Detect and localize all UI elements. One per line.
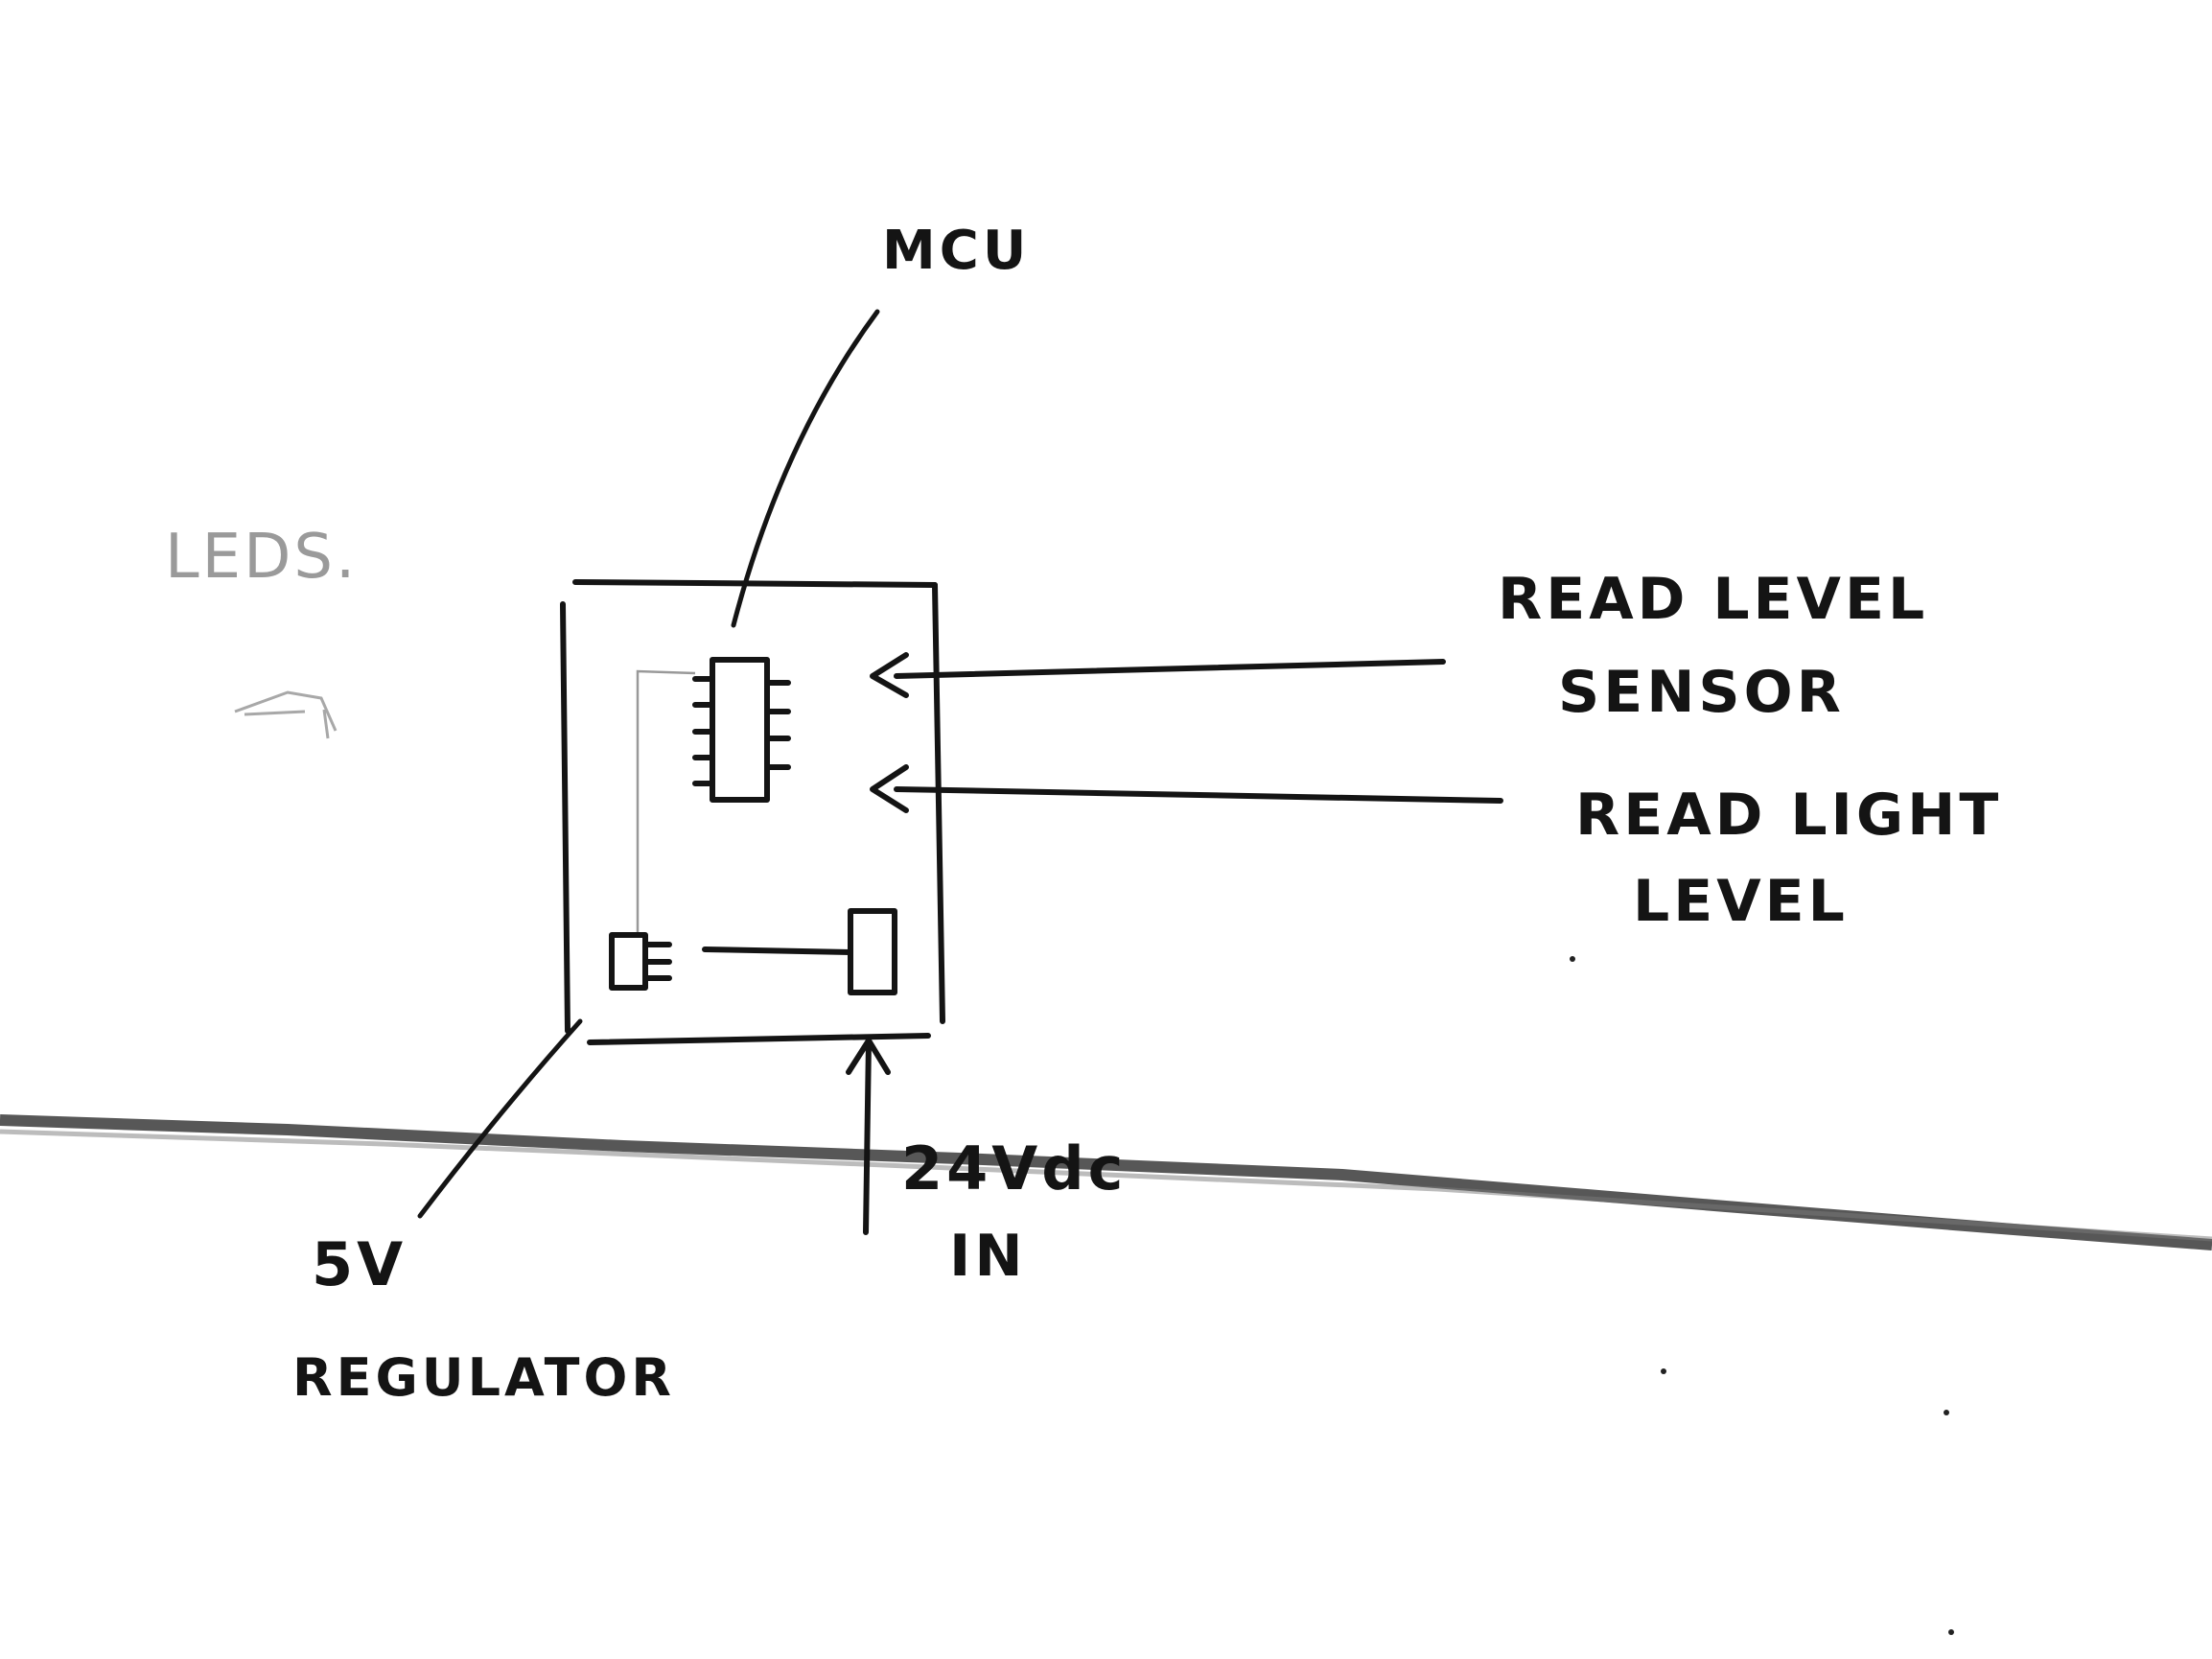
label-read-level-sensor-line2: SENSOR bbox=[1558, 659, 1845, 726]
regulator-to-connector-line bbox=[702, 946, 853, 955]
faint-wire bbox=[636, 669, 696, 935]
paper-speck bbox=[1661, 1368, 1666, 1374]
paper-speck bbox=[1570, 956, 1575, 962]
label-read-light-level-line1: READ LIGHT bbox=[1575, 782, 2002, 849]
paper-edge-shadow bbox=[0, 1114, 2212, 1250]
paper-edge-shadow-soft bbox=[0, 1129, 2212, 1242]
line-light-level bbox=[894, 786, 1503, 804]
arrow-head-level-sensor bbox=[870, 652, 909, 698]
label-regulator-line1: 5V bbox=[312, 1229, 407, 1299]
label-regulator-line2: REGULATOR bbox=[292, 1347, 675, 1408]
paper-speck bbox=[1948, 1629, 1954, 1635]
power-connector bbox=[848, 908, 897, 995]
power-input-line bbox=[863, 1038, 872, 1235]
faint-note-leds: LEDS. bbox=[165, 522, 358, 593]
label-power-line2: IN bbox=[949, 1223, 1027, 1290]
line-level-sensor bbox=[894, 659, 1446, 679]
label-read-level-sensor-line1: READ LEVEL bbox=[1498, 566, 1928, 633]
faint-scribble bbox=[234, 690, 338, 739]
leader-line-regulator bbox=[417, 1018, 583, 1219]
mcu-chip bbox=[692, 657, 791, 803]
label-mcu: MCU bbox=[882, 220, 1030, 282]
power-input-arrowhead bbox=[846, 1038, 891, 1075]
label-read-light-level-line2: LEVEL bbox=[1633, 868, 1849, 935]
regulator-component bbox=[609, 932, 672, 991]
label-power-line1: 24Vdc bbox=[901, 1133, 1127, 1203]
leader-line-mcu bbox=[731, 309, 880, 628]
board-outline bbox=[560, 579, 945, 1045]
paper-speck bbox=[1944, 1410, 1949, 1415]
arrow-head-light-level bbox=[870, 764, 909, 813]
